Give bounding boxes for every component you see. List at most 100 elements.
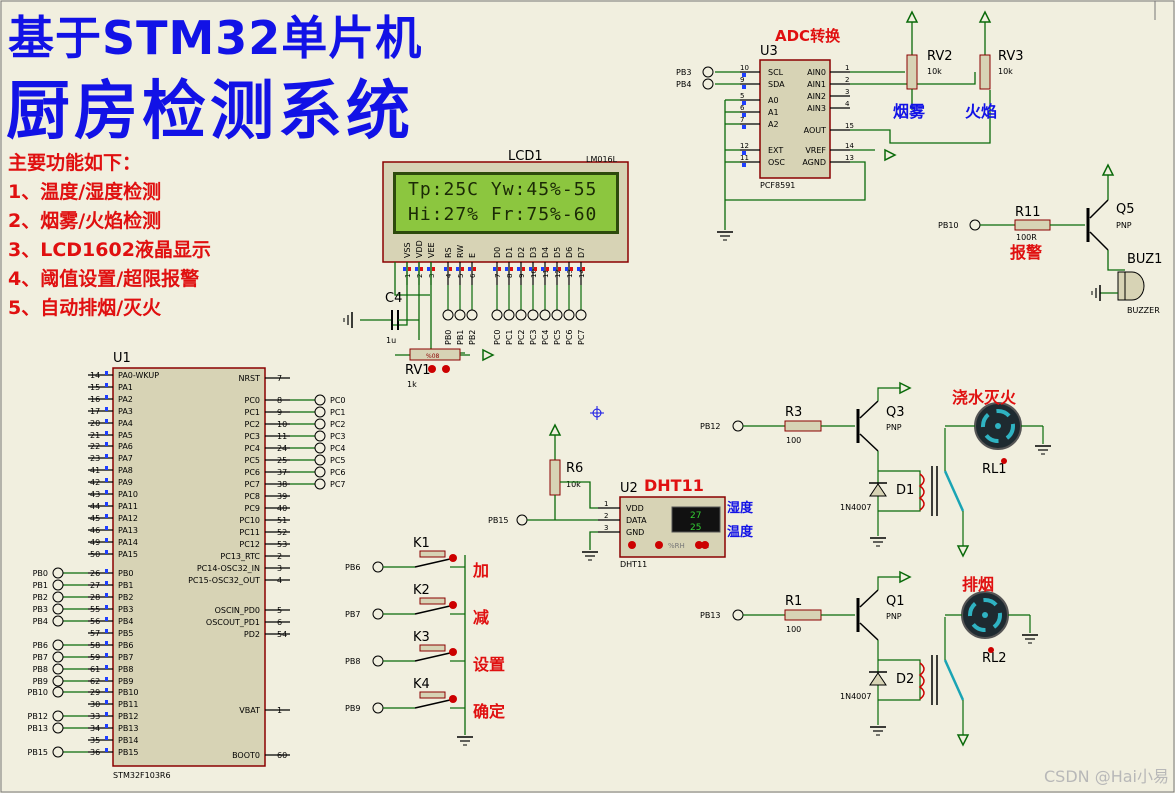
buzzer-circuit[interactable]: PB10 R11 100R 报警 Q5 PNP BUZ1 BUZZER — [938, 164, 1162, 315]
r6-ref: R6 — [566, 461, 583, 476]
mcu-pin-name: PA3 — [118, 407, 133, 416]
potentiometer-rv3[interactable]: RV3 10k 火焰 — [965, 11, 1024, 121]
rv1-dial: %08 — [426, 353, 440, 360]
mcu-net-label: PB3 — [33, 605, 48, 614]
adc-pin-name: AOUT — [804, 126, 826, 135]
potentiometer-rv1[interactable]: %08 RV1 1k — [395, 348, 494, 389]
lcd-pin-name: D1 — [505, 247, 514, 258]
key-label: 加 — [472, 561, 489, 580]
adc-pin-num: 5 — [740, 92, 744, 100]
relay-switch — [943, 470, 965, 512]
dht-pullup-r6[interactable]: R6 10k PB15 — [488, 424, 599, 561]
dht-unit-hint: %RH — [668, 542, 685, 550]
buz1-model: BUZZER — [1127, 306, 1160, 315]
adc-pin-name: AIN2 — [807, 92, 826, 101]
mcu-pin-num: 24 — [277, 444, 287, 453]
mcu-pin-num: 7 — [277, 374, 282, 383]
mcu-pin-name: OSCOUT_PD1 — [206, 618, 260, 627]
adc-pin-num: 2 — [845, 76, 849, 84]
mcu-pin-name: PA8 — [118, 466, 133, 475]
mcu-pin-name: PA14 — [118, 538, 138, 547]
mcu-pin-num: 1 — [277, 706, 282, 715]
rv2-ref: RV2 — [927, 49, 953, 64]
mcu-pin-num: 54 — [277, 630, 287, 639]
lcd-pin-num: 4 — [445, 273, 453, 278]
lcd-pin-num: 3 — [428, 274, 436, 278]
mcu-net-terminal — [314, 478, 326, 490]
key-ref: K1 — [413, 536, 430, 551]
mcu-net-label: PC2 — [330, 420, 346, 429]
feature-item-4: 4、阈值设置/超限报警 — [8, 268, 200, 290]
mcu-pin-name: BOOT0 — [232, 751, 260, 760]
mcu-net-terminal — [52, 746, 64, 758]
adc-pin-name: EXT — [768, 146, 783, 155]
adc-pin-name: AGND — [802, 158, 826, 167]
lcd-model: LM016L — [586, 155, 618, 164]
relay-diode — [869, 483, 887, 497]
mcu-pin-num: 53 — [277, 540, 287, 549]
lcd-pin-name: D7 — [577, 247, 586, 258]
mcu-net-terminal — [52, 579, 64, 591]
mcu-pin-num: 39 — [277, 492, 287, 501]
mcu-net-label: PB4 — [33, 617, 48, 626]
lcd-net-label: PC4 — [541, 330, 550, 346]
mcu-stm32[interactable]: U1 STM32F103R6 PA0-WKUP14PA115PA216PA317… — [28, 351, 346, 780]
mcu-pin-num: 4 — [277, 576, 282, 585]
mcu-pin-name: PA2 — [118, 395, 133, 404]
mcu-net-terminal — [314, 418, 326, 430]
mcu-net-label: PB8 — [33, 665, 48, 674]
mcu-net-label: PB0 — [33, 569, 48, 578]
mcu-pin-num: 23 — [90, 454, 100, 463]
rv3-value: 10k — [998, 67, 1013, 76]
potentiometer-rv2[interactable]: RV2 10k 烟雾 — [893, 11, 953, 121]
relay-d-ref: D2 — [896, 672, 914, 687]
key-net: PB6 — [345, 563, 360, 572]
fan-label: 排烟 — [962, 575, 995, 594]
mcu-pin-name: PB13 — [118, 724, 139, 733]
rv1-value: 1k — [407, 380, 417, 389]
mcu-pin-num: 28 — [90, 593, 100, 602]
lcd-pin-name: D6 — [565, 247, 574, 258]
dht11-sensor[interactable]: U2 DHT11 DHT11 27 25 %RH °C 湿度 温度 VDD1DA… — [598, 476, 754, 569]
lcd-net-terminal — [551, 309, 563, 321]
rv2-value: 10k — [927, 67, 942, 76]
mcu-pin-name: PA11 — [118, 502, 138, 511]
c4-value: 1u — [386, 336, 396, 345]
dht-pin-num: 3 — [604, 524, 608, 532]
adc-pcf8591[interactable]: ADC转换 U3 PCF8591 SCL10SDA9A05A16A27EXT12… — [740, 27, 854, 190]
relay-net-terminal — [732, 609, 744, 621]
lcd-pin-name: D5 — [553, 247, 562, 258]
r11-ref: R11 — [1015, 205, 1041, 220]
mcu-pin-name: PA12 — [118, 514, 138, 523]
mcu-net-terminal — [52, 663, 64, 675]
relay-net: PB12 — [700, 422, 721, 431]
mcu-pin-name: PB4 — [118, 617, 133, 626]
mcu-pin-name: PB11 — [118, 700, 139, 709]
relay-resistor — [784, 420, 822, 432]
adc-pin-name: A0 — [768, 96, 779, 105]
adc-pin-num: 9 — [740, 76, 744, 84]
lcd-pin-num: 12 — [554, 269, 562, 278]
mcu-pin-name: PC6 — [245, 468, 261, 477]
mcu-pin-name: PA6 — [118, 442, 133, 451]
key-k1[interactable]: PB6 K1 加 — [345, 536, 489, 580]
mcu-pin-num: 57 — [90, 629, 100, 638]
mcu-pin-num: 38 — [277, 480, 287, 489]
relay-r-value: 100 — [786, 625, 801, 634]
capacitor-c4[interactable]: C4 1u — [343, 291, 419, 345]
mcu-net-terminal — [52, 567, 64, 579]
lcd-pin-name: D0 — [493, 247, 502, 258]
adc-pin-num: 11 — [740, 154, 749, 162]
mcu-net-label: PC3 — [330, 432, 346, 441]
adc-pin-num: 12 — [740, 142, 749, 150]
lcd-pin-num: 10 — [530, 269, 538, 278]
lcd-net-terminal — [503, 309, 515, 321]
mcu-pin-name: PB9 — [118, 677, 133, 686]
relay-switch — [943, 659, 965, 701]
